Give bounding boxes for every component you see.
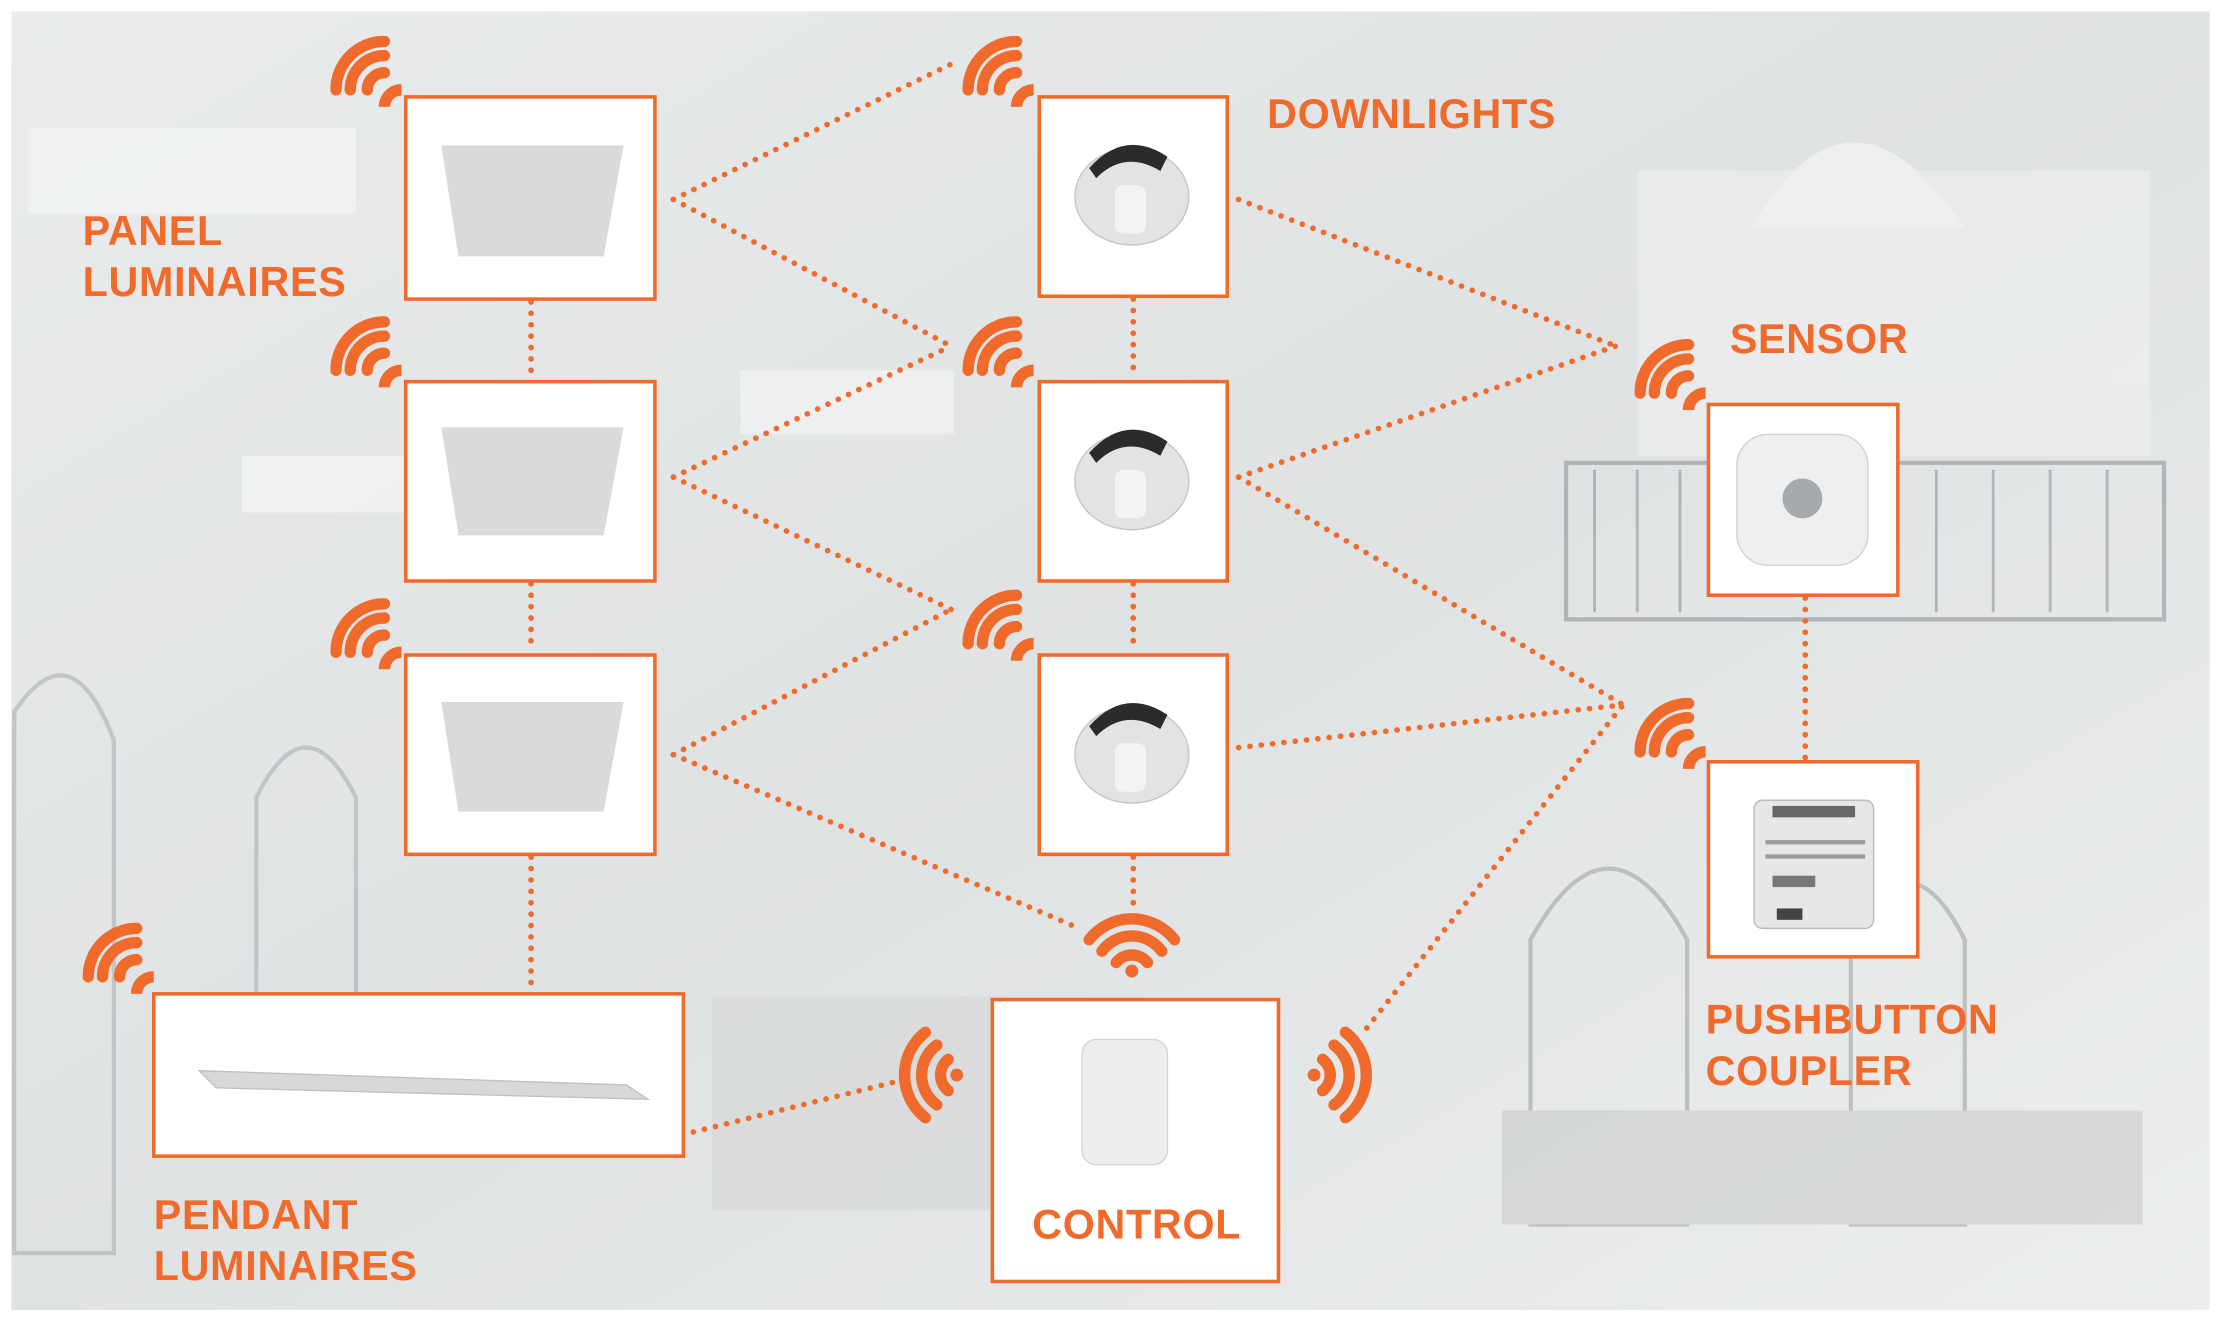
downlight-image [1074,702,1190,804]
control-image [1081,1038,1169,1166]
background-architecture [12,128,2167,1256]
sensor-label: SENSOR [1730,316,1909,362]
link-panel3-downlight3 [670,606,954,758]
control-label: CONTROL [1032,1202,1241,1248]
sensor-image [1736,433,1869,567]
pendant-luminaires-label-line1: PENDANT [154,1192,358,1238]
panel-luminaire-3[interactable] [403,653,657,857]
panel-luminaire-image [441,145,624,257]
link-downlight2-sensor [1235,343,1619,480]
pendant-luminaire-image [197,1069,651,1100]
downlight-image [1074,144,1190,246]
pendant-luminaires-label-line2: LUMINAIRES [154,1243,418,1289]
panel-luminaire-2[interactable] [403,379,657,583]
link-pendant-control [690,1079,897,1135]
pushbutton-coupler-label-line1: PUSHBUTTON [1706,997,1999,1043]
connection-lines [528,61,1809,1135]
downlight-image [1074,429,1190,531]
downlight-1[interactable] [1037,95,1230,299]
sensor[interactable] [1706,402,1900,598]
downlight-3[interactable] [1037,653,1230,857]
pushbutton-coupler[interactable] [1706,760,1920,959]
control-unit[interactable]: CONTROL [990,997,1281,1284]
link-panel1-downlight2 [670,196,954,349]
pushbutton-coupler-label-line2: COUPLER [1706,1048,1913,1094]
link-control-coupler [1363,701,1626,1031]
pendant-luminaire[interactable] [151,992,686,1158]
downlights-label: DOWNLIGHTS [1267,91,1556,137]
downlight-2[interactable] [1037,379,1230,583]
pushbutton-coupler-image [1753,799,1875,930]
panel-luminaires-label-line1: PANEL [83,208,223,254]
link-downlight1-sensor [1235,196,1619,349]
panel-luminaire-1[interactable] [403,95,657,301]
panel-luminaires-label-line2: LUMINAIRES [83,259,347,305]
link-downlight3-coupler [1235,701,1626,751]
panel-luminaire-image [441,701,624,812]
panel-luminaire-image [441,427,624,536]
